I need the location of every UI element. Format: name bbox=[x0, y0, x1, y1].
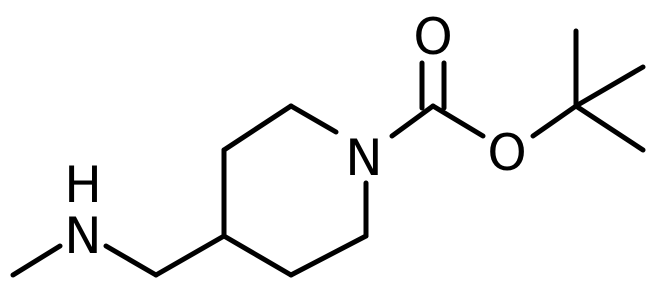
bond-n1-carbonyl-carbon bbox=[389, 103, 436, 139]
bond-c5-c6 bbox=[288, 233, 369, 278]
piperidine-ring bbox=[221, 103, 369, 278]
bond-tert-butyl-methyl-upper-right bbox=[573, 64, 646, 109]
ester-oxygen-label: O bbox=[487, 124, 526, 182]
amine-nitrogen-label: N bbox=[64, 207, 101, 265]
boc-group bbox=[389, 28, 646, 153]
bond-ester-oxygen-tert-carbon bbox=[530, 103, 579, 139]
bond-carbonyl-ester-oxygen bbox=[430, 103, 486, 139]
bond-tert-butyl-methyl-lower-right bbox=[573, 103, 646, 153]
ring-nitrogen-label: N bbox=[345, 129, 382, 187]
bond-methylene-amine-nitrogen bbox=[103, 243, 159, 278]
methylaminomethyl-chain bbox=[10, 233, 227, 278]
bond-n1-c2 bbox=[288, 103, 339, 135]
bond-c4-methylene bbox=[153, 233, 227, 278]
bond-c4-c5 bbox=[221, 233, 294, 278]
bond-amine-nitrogen-methyl bbox=[10, 243, 63, 278]
bond-c2-c3 bbox=[221, 103, 294, 153]
amine-hydrogen-label: H bbox=[64, 156, 102, 214]
carbonyl-oxygen-label: O bbox=[413, 8, 452, 66]
